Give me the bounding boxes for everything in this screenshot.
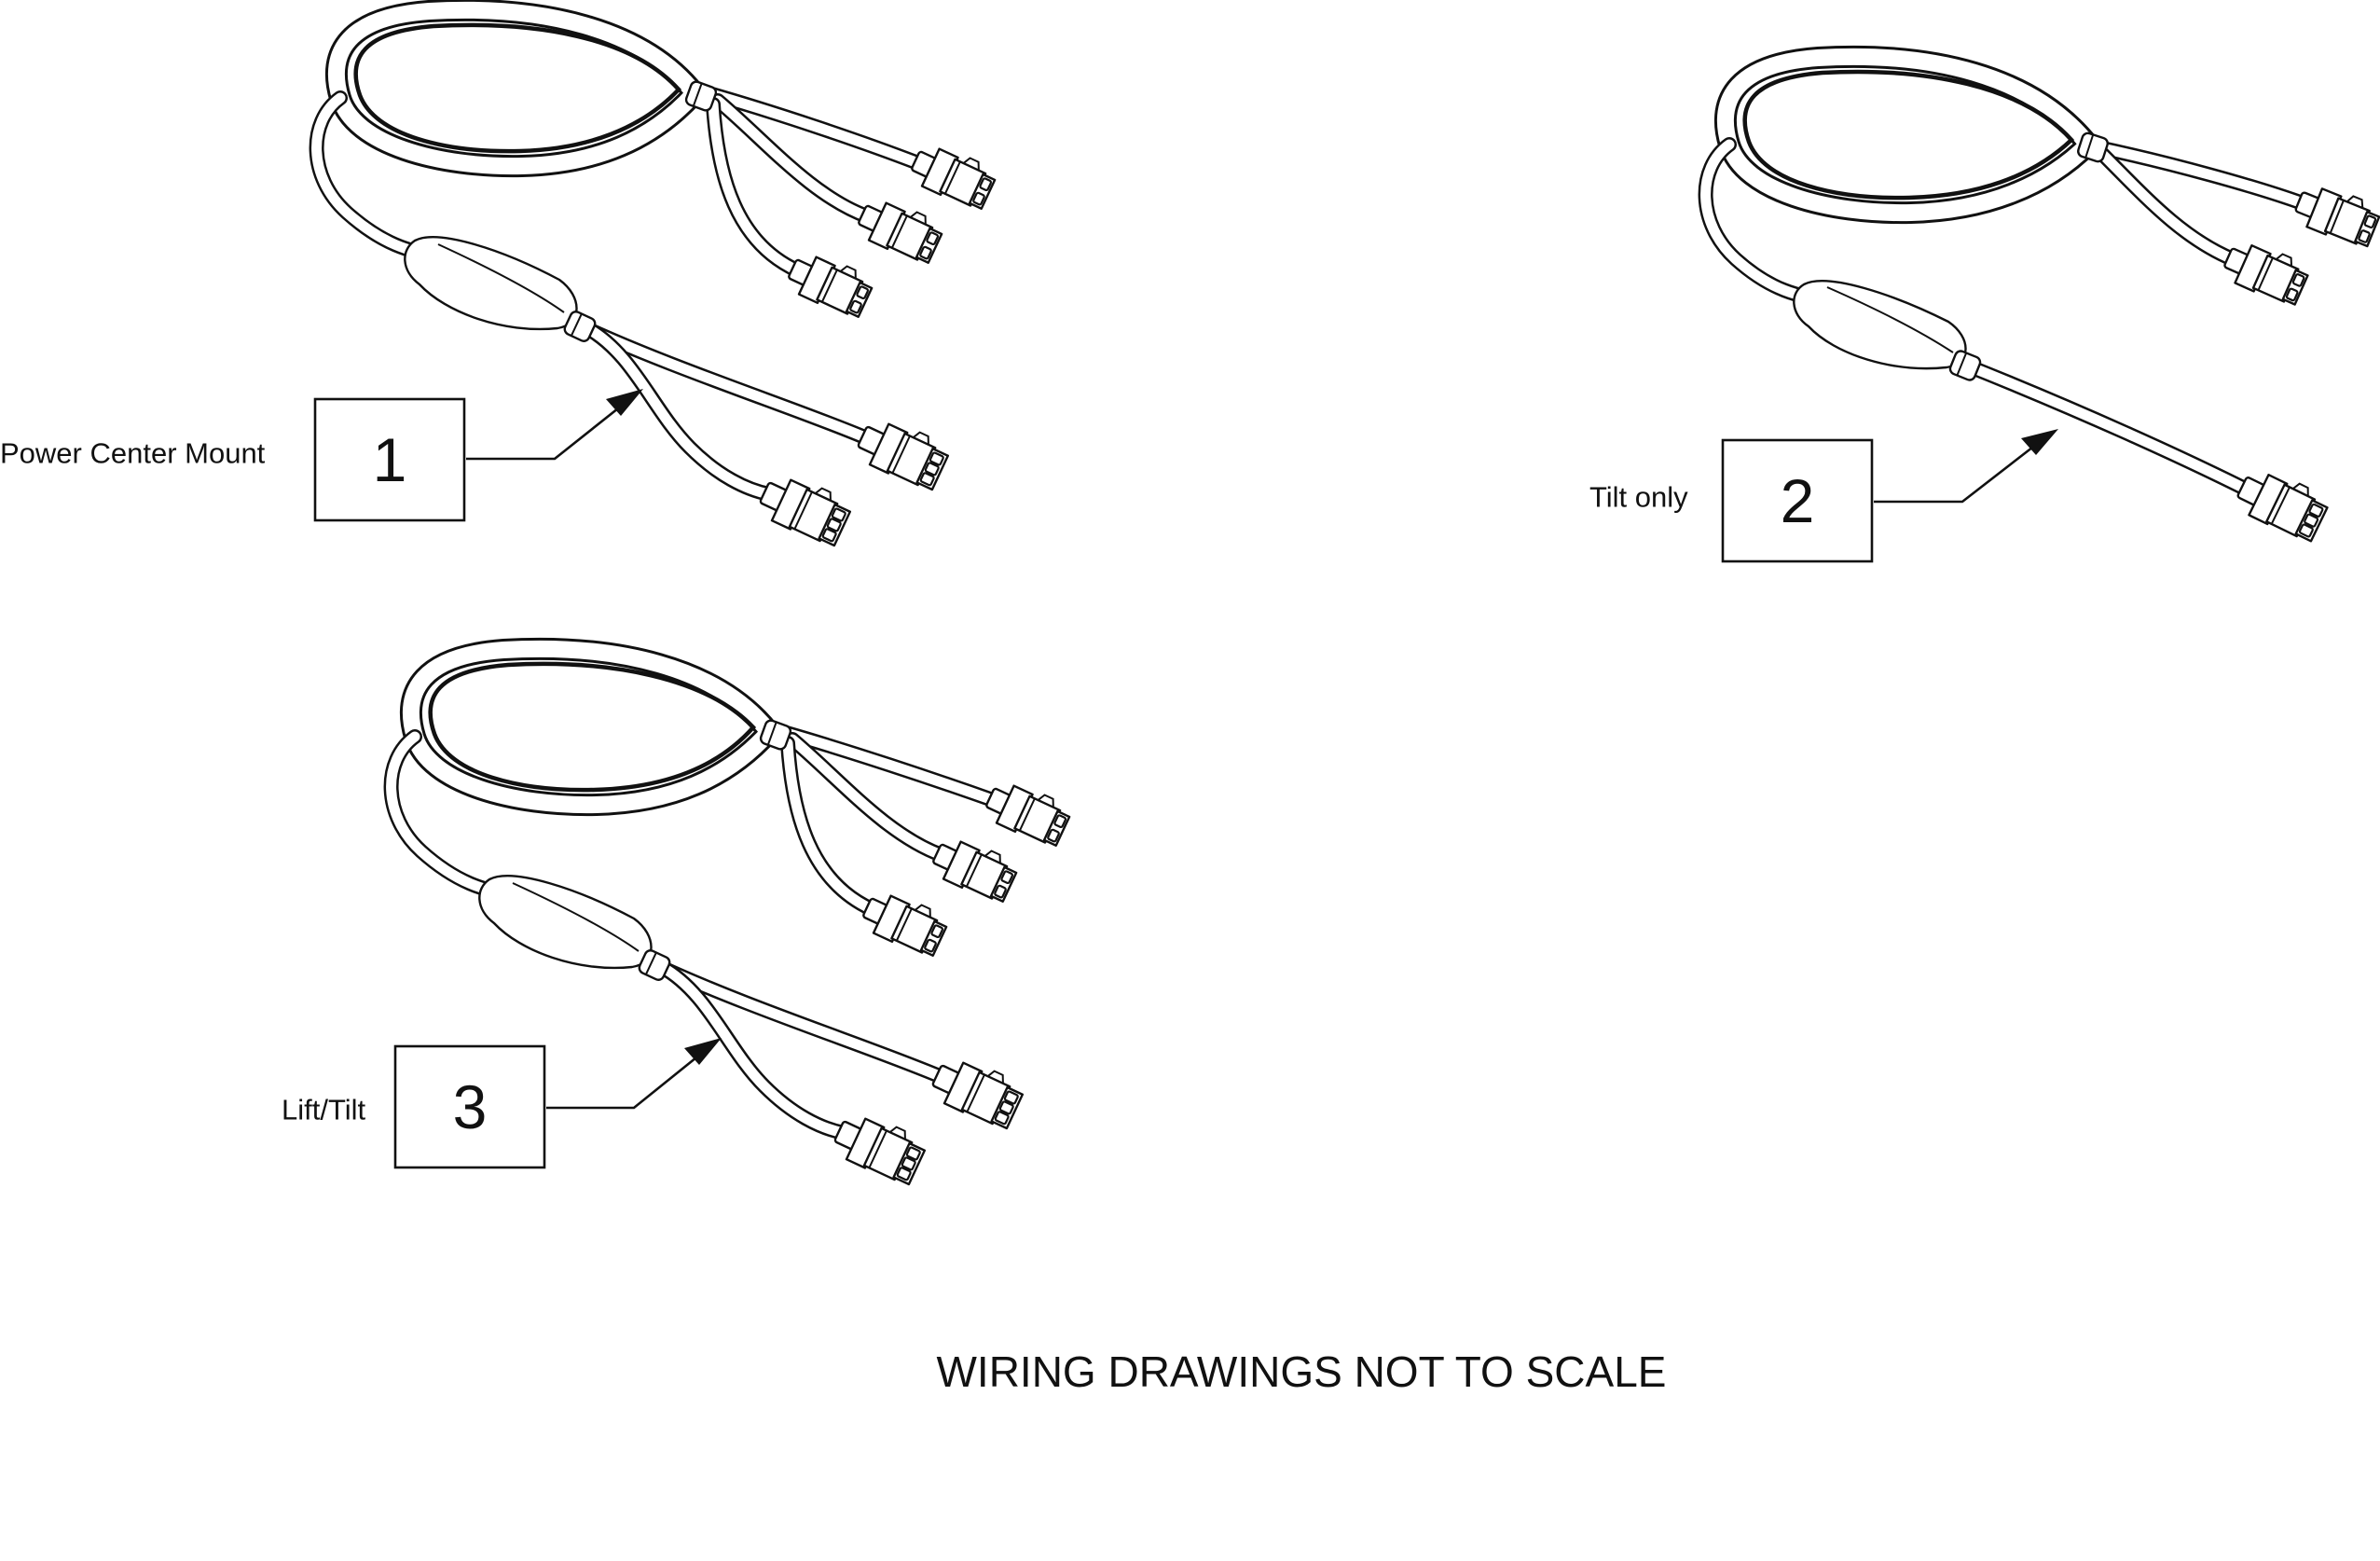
- arrowhead-1: [606, 389, 643, 416]
- arrowhead-2: [2021, 429, 2058, 455]
- leader-line-3: [546, 1052, 702, 1110]
- leader-line-1: [466, 403, 624, 461]
- callout-label-3: Lift/Tilt: [282, 1094, 366, 1126]
- harness-power-center-mount: [309, 0, 1000, 550]
- callout-number-3: 3: [453, 1072, 488, 1141]
- callout-number-2: 2: [1781, 466, 1815, 535]
- callout-box-1: [313, 397, 466, 522]
- callout-number-1: 1: [373, 425, 407, 494]
- leader-line-2: [1874, 442, 2038, 504]
- callout-label-2: Tilt only: [1589, 481, 1688, 514]
- arrowhead-3: [684, 1038, 722, 1065]
- callout-box-3: [393, 1044, 546, 1169]
- harness-tilt-only: [1698, 45, 2380, 546]
- harness-lift-tilt: [383, 637, 1075, 1189]
- scale-note: WIRING DRAWINGS NOT TO SCALE: [937, 1347, 1667, 1396]
- callout-3: 3 Lift/Tilt: [282, 1038, 722, 1169]
- callout-2: 2 Tilt only: [1589, 429, 2058, 563]
- callout-box-2: [1721, 438, 1874, 563]
- callout-1: 1 Power Center Mount: [0, 389, 643, 522]
- callout-label-1: Power Center Mount: [0, 437, 266, 470]
